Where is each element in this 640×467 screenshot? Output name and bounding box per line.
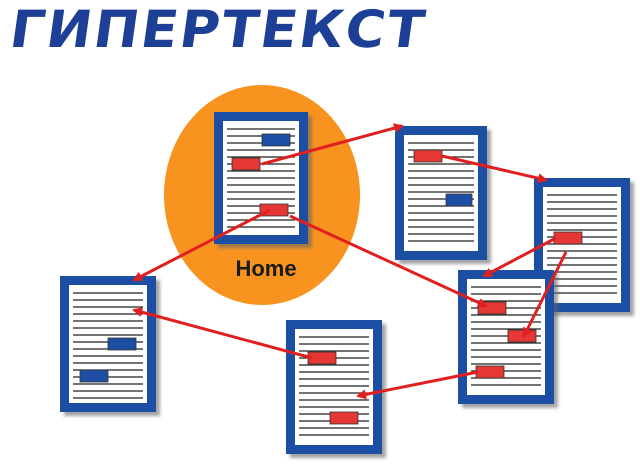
hyperlink-anchor — [231, 157, 261, 171]
page-top-right — [395, 126, 487, 260]
text-highlight — [445, 193, 473, 207]
link-arrow — [261, 123, 404, 166]
text-highlight — [107, 337, 137, 351]
text-highlight — [79, 369, 109, 383]
page-left — [60, 276, 156, 412]
page-paper — [543, 187, 621, 303]
page-home — [214, 112, 308, 244]
hyperlink-anchor — [475, 365, 505, 379]
link-arrow — [522, 251, 568, 338]
link-arrow — [132, 307, 313, 360]
link-arrow — [356, 370, 479, 400]
link-arrow — [132, 208, 271, 282]
hyperlink-anchor — [307, 351, 337, 365]
home-label: Home — [235, 256, 296, 281]
hyperlink-anchor — [553, 231, 583, 245]
link-arrow — [482, 236, 557, 278]
hyperlink-anchor — [329, 411, 359, 425]
link-arrow — [441, 154, 548, 184]
page-paper — [295, 329, 373, 445]
link-arrow — [289, 214, 488, 308]
text-highlight — [261, 133, 291, 147]
page-lower-right — [458, 270, 554, 404]
hyperlink-anchor — [507, 329, 537, 343]
hyperlink-anchor — [413, 149, 443, 163]
page-bottom-center — [286, 320, 382, 454]
